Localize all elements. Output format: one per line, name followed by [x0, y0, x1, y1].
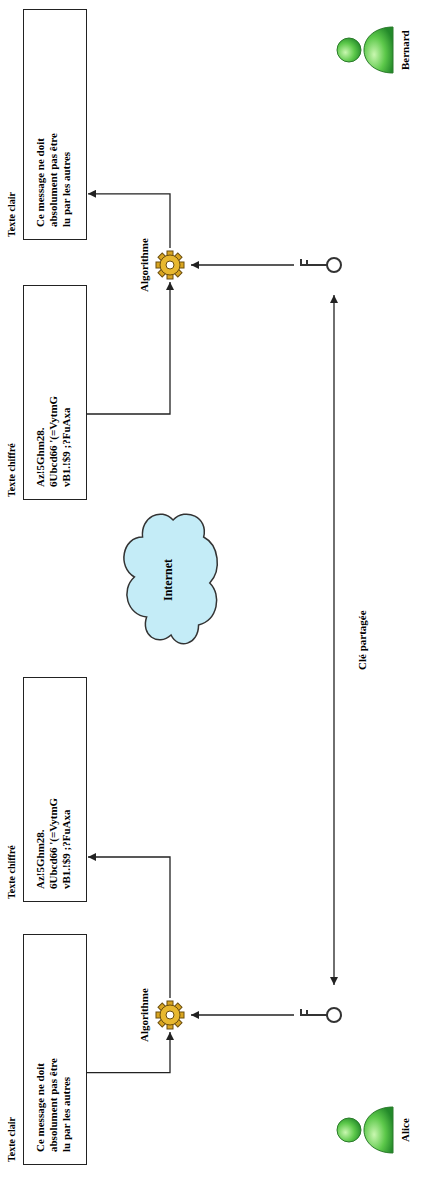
flow-arrow: [88, 857, 170, 998]
gear-icon: [155, 1000, 185, 1030]
ciphertext-box: Texte chiffré Az!5Ghm28. 6Ubcd66 '(=VytmG…: [6, 285, 87, 500]
gear-holder: [155, 1000, 185, 1030]
person-figure: [337, 27, 393, 73]
algorithm-label: Algorithme: [138, 238, 151, 292]
key-symbol: [300, 258, 341, 272]
cloud-label: Internet: [161, 559, 175, 601]
key-symbol: [300, 1008, 341, 1022]
gear-symbol: [156, 1001, 184, 1029]
algorithm-gear: Algorithme: [138, 988, 185, 1042]
key-arrow: [191, 1014, 294, 1015]
cloud-text-holder: Internet: [112, 505, 224, 655]
gear-symbol: [156, 251, 184, 279]
box-frame: Ce message ne doit absolument pas être l…: [23, 934, 87, 1165]
flow-arrow: [87, 1032, 170, 1073]
box-heading: Texte clair: [6, 934, 18, 1162]
person-name: Alice: [399, 1118, 412, 1142]
box-frame: Az!5Ghm28. 6Ubcd66 '(=VytmG vB1.!$9 ;?Fu…: [23, 677, 87, 902]
shared-key-label: Clé partagée: [356, 610, 369, 670]
box-heading: Texte chiffré: [6, 677, 18, 899]
box-frame: Ce message ne doit absolument pas être l…: [23, 9, 87, 240]
person-name: Bernard: [399, 30, 412, 70]
plaintext-box: Texte clair Ce message ne doit absolument…: [6, 934, 87, 1165]
internet-cloud: Internet: [112, 505, 224, 655]
gear-icon: [155, 250, 185, 280]
key-arrow: [191, 264, 294, 265]
ciphertext-box: Texte chiffréAz!5Ghm28. 6Ubcd66 '(=VytmG…: [6, 677, 87, 902]
shared-key-arrow: [333, 295, 334, 985]
plaintext-box: Texte clair Ce message ne doit absolument…: [6, 9, 87, 240]
box-text: Ce message ne doit absolument pas être l…: [34, 131, 73, 227]
gear-holder: [155, 250, 185, 280]
box-text: Az!5Ghm28. 6Ubcd66 '(=VytmG vB1.!$9 ;?Fu…: [34, 789, 73, 889]
algorithm-label: Algorithme: [138, 988, 151, 1042]
box-frame: Az!5Ghm28. 6Ubcd66 '(=VytmG vB1.!$9 ;?Fu…: [23, 285, 87, 500]
box-heading: Texte chiffré: [6, 285, 18, 497]
person-figure: [337, 1107, 393, 1153]
flow-arrow: [88, 194, 170, 248]
box-heading: Texte clair: [6, 9, 18, 237]
box-text: Az!5Ghm28. 6Ubcd66 '(=VytmG vB1.!$9 ;?Fu…: [34, 387, 73, 487]
box-text: Ce message ne doit absolument pas être l…: [34, 1056, 73, 1152]
flow-arrow: [87, 282, 170, 414]
algorithm-gear: Algorithme: [138, 238, 185, 292]
